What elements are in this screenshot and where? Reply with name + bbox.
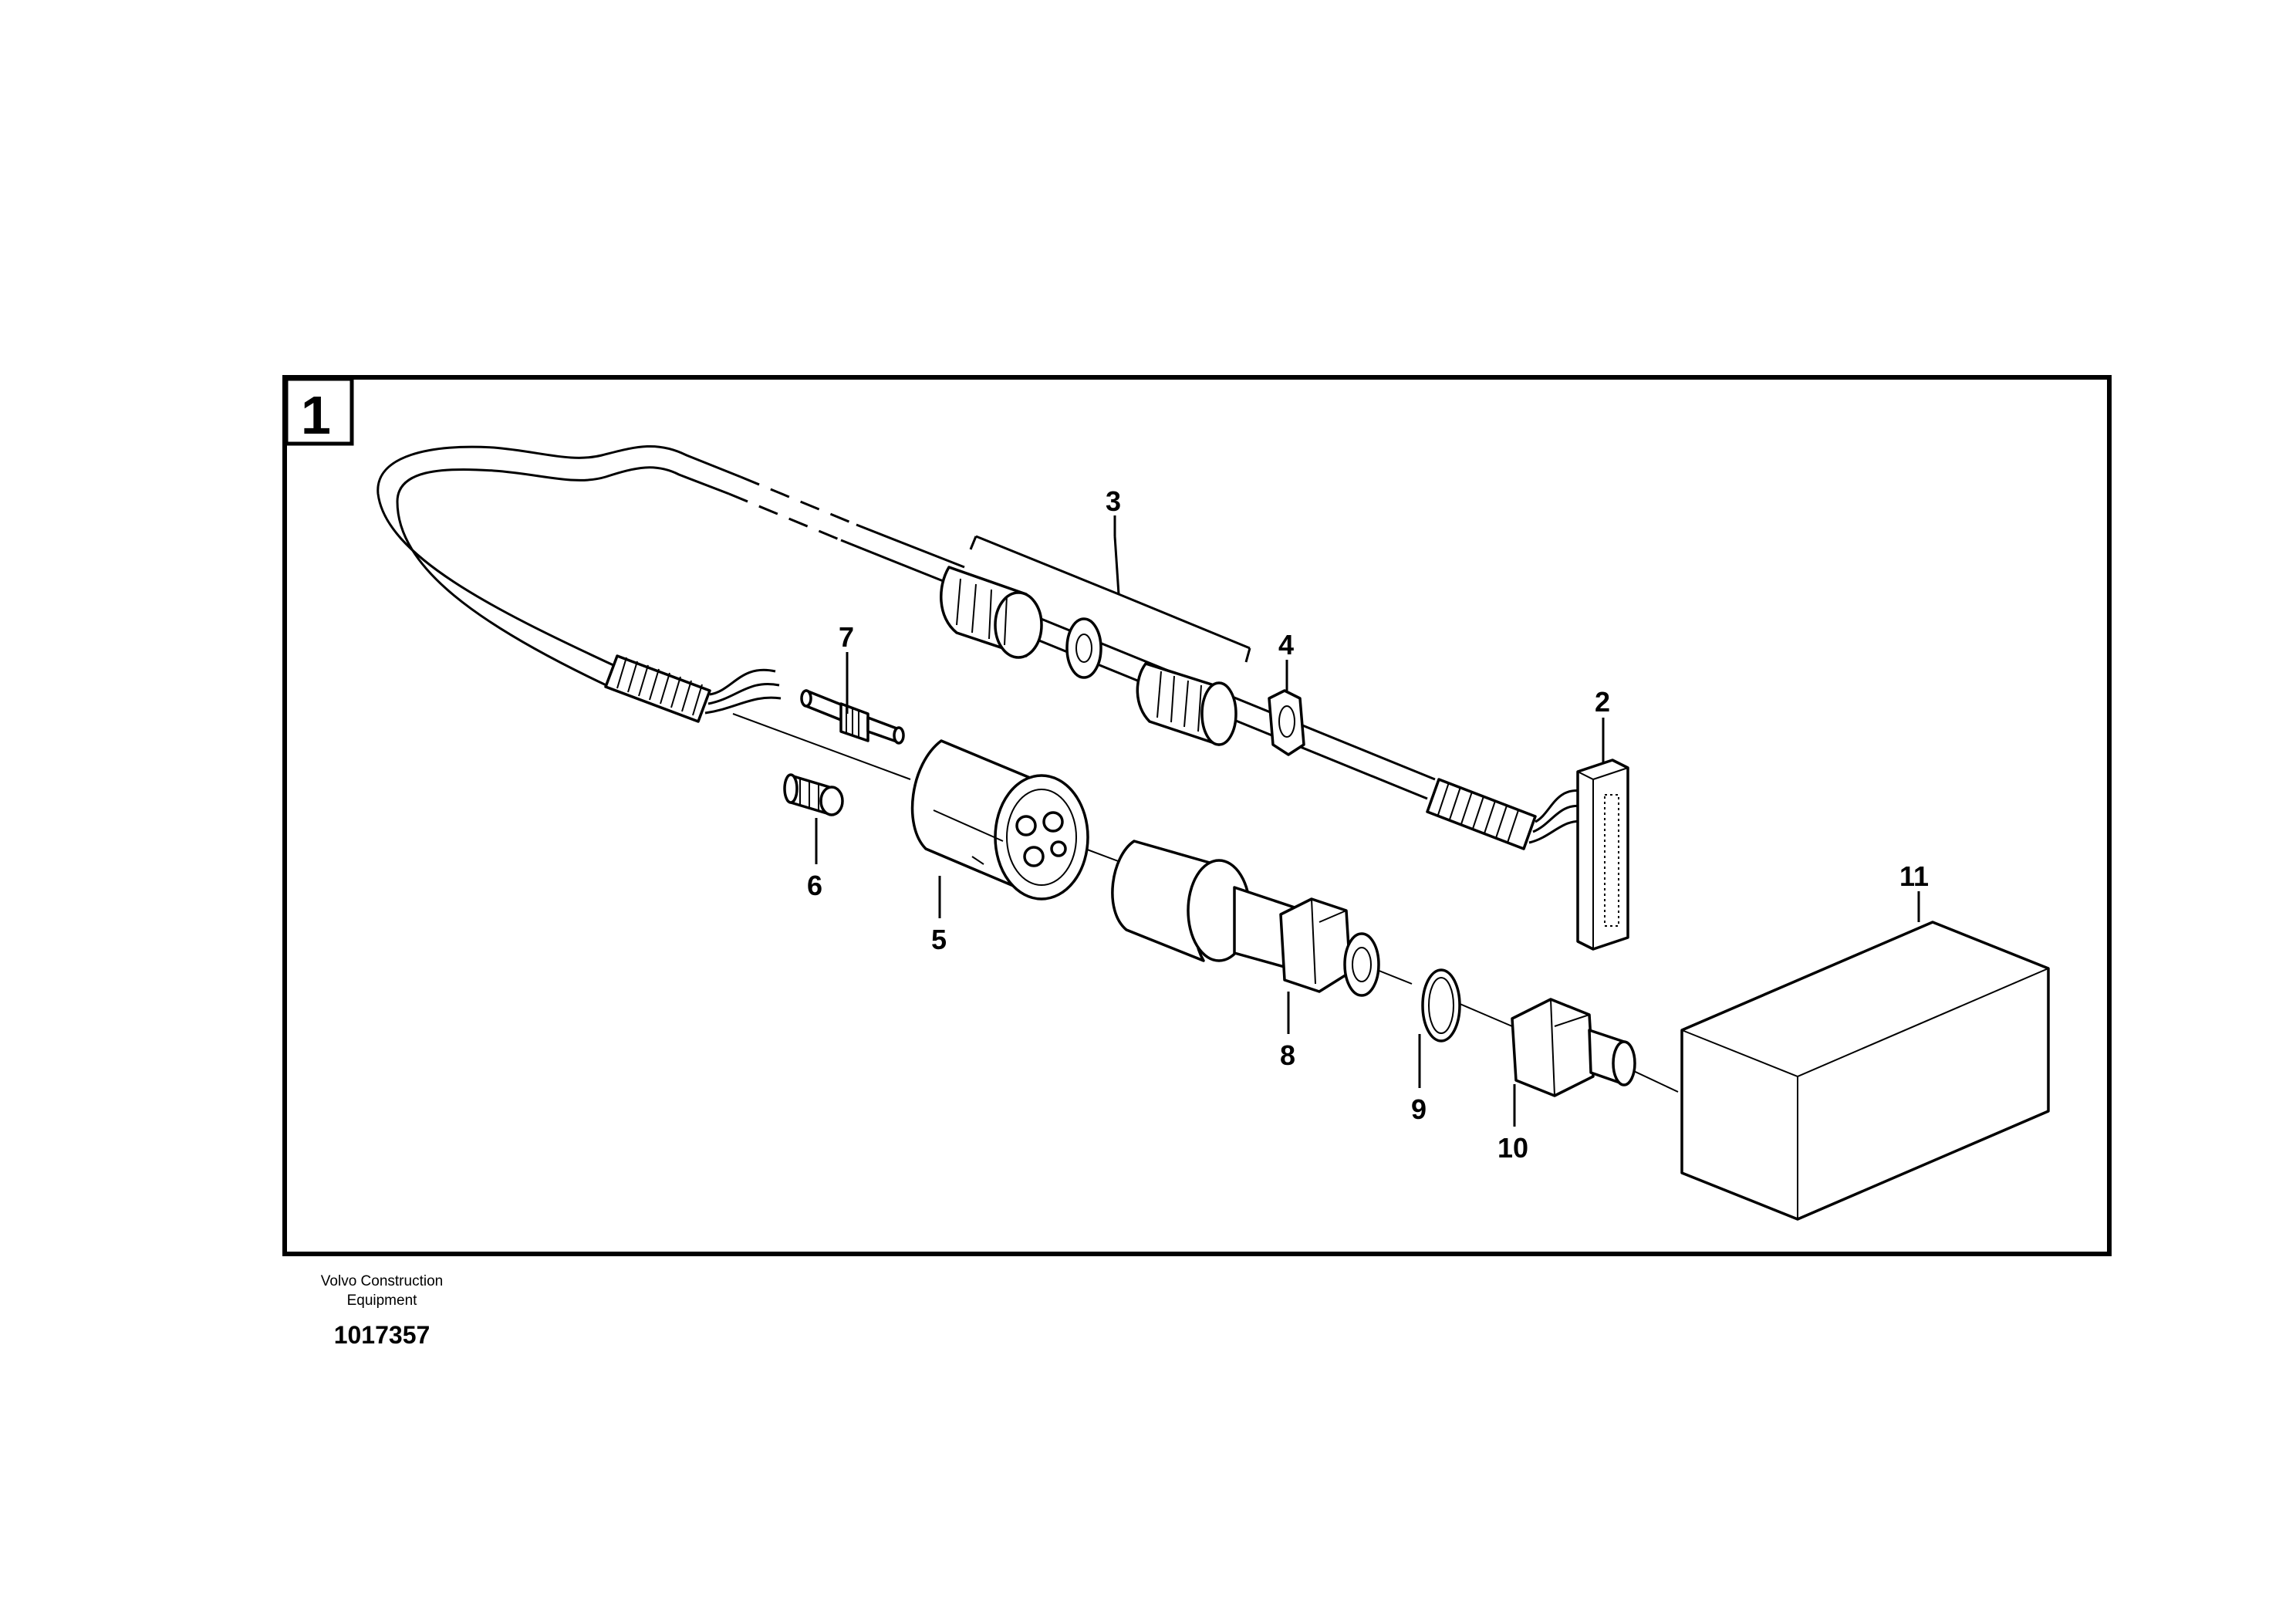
part-3-cable-gland: [940, 535, 1251, 746]
part-10-adapter: [1511, 998, 1636, 1097]
part-11-control-unit: [1680, 921, 2050, 1221]
section-label-box: [284, 377, 354, 446]
spring-sleeve-right: [1426, 778, 1585, 850]
part-7-contact-pin: [800, 689, 905, 745]
part-6-seal-plug: [783, 773, 844, 816]
callout-2: 2: [1595, 686, 1610, 718]
callout-9: 9: [1411, 1093, 1427, 1125]
part-5-connector-housing: [910, 739, 1089, 901]
callout-3: 3: [1106, 485, 1121, 517]
callout-11: 11: [1899, 860, 1929, 892]
callout-4: 4: [1278, 629, 1294, 661]
brand-line-1: Volvo Construction: [320, 1273, 444, 1289]
callout-10: 10: [1497, 1132, 1528, 1164]
part-2-connector-block: [1576, 759, 1629, 951]
section-label: 1: [301, 385, 331, 445]
part-9-o-ring: [1421, 968, 1461, 1042]
spring-sleeve-left: [604, 654, 782, 723]
part-8-sensor-body: [1111, 840, 1380, 997]
footer-caption: Volvo Construction Equipment 1017357: [274, 1272, 490, 1350]
callout-8: 8: [1280, 1039, 1295, 1071]
part-4-hex-nut: [1268, 689, 1305, 756]
brand-line-2: Equipment: [346, 1293, 417, 1309]
callout-5: 5: [931, 924, 947, 955]
callout-6: 6: [807, 870, 822, 901]
diagram-frame: [282, 375, 2112, 1256]
leader-lines: [815, 515, 1920, 1127]
cable-harness: [376, 445, 1679, 1093]
drawing-number: 1017357: [333, 1321, 430, 1349]
callout-7: 7: [839, 621, 854, 653]
